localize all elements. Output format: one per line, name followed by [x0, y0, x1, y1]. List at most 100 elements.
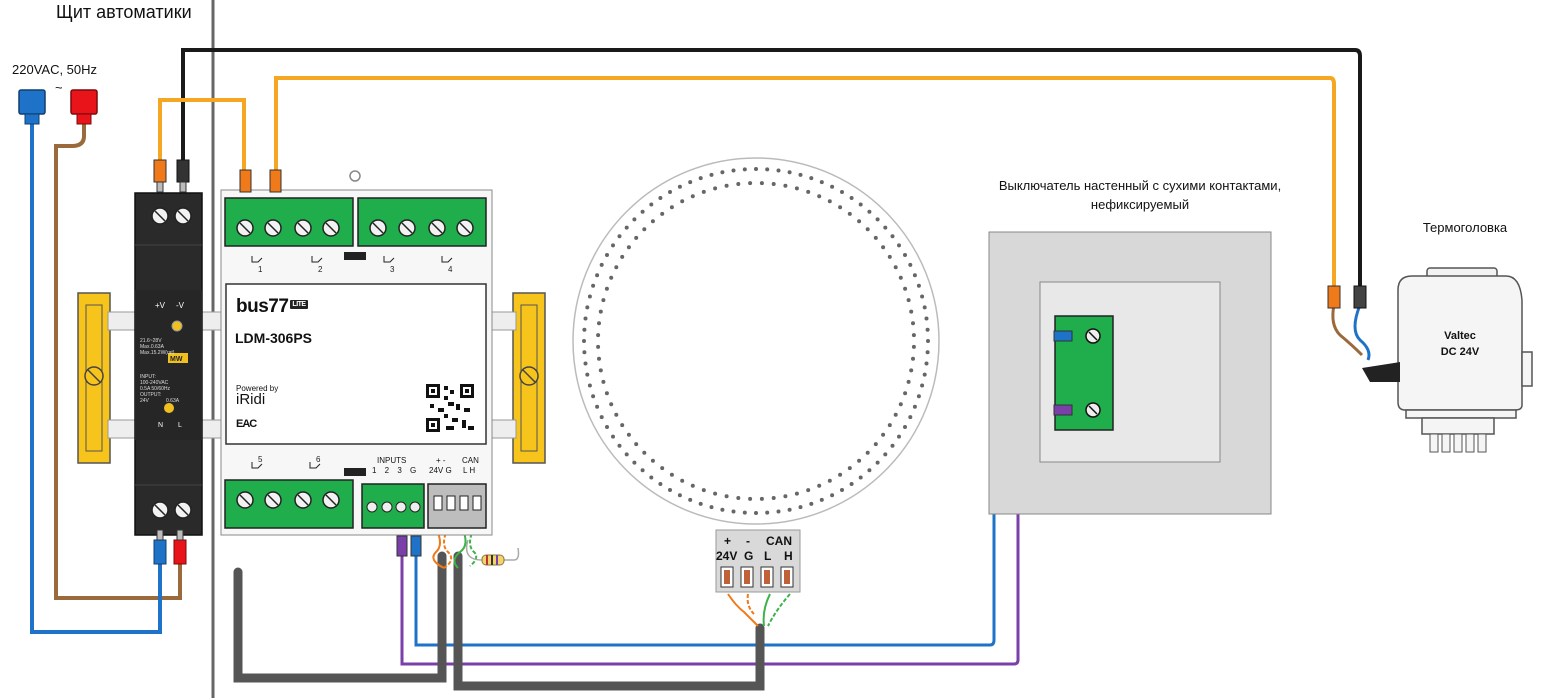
- grille-hole: [887, 254, 892, 259]
- grille-hole: [883, 452, 888, 457]
- grille-hole: [583, 361, 588, 366]
- grille-hole: [597, 321, 601, 326]
- grille-hole: [754, 167, 758, 171]
- ventilation-grille-icon: [572, 157, 940, 525]
- grille-hole: [867, 468, 872, 473]
- psu-input-a: 0.5A 50/60Hz: [140, 386, 171, 392]
- grille-hole: [830, 184, 835, 189]
- grille-hole: [724, 494, 729, 499]
- controller-screws: [236, 219, 482, 513]
- grille-hole: [890, 443, 895, 448]
- grille-hole: [867, 209, 872, 214]
- input-connectors: [396, 535, 422, 557]
- grille-hole: [701, 488, 706, 493]
- grille-hole: [649, 475, 654, 480]
- grille-hole: [731, 509, 736, 514]
- brand-name: bus77: [236, 296, 289, 317]
- grille-hole: [916, 283, 921, 288]
- grille-hole: [614, 265, 619, 270]
- grille-hole: [626, 245, 631, 250]
- grille-hole: [668, 488, 672, 492]
- grille-hole: [640, 468, 645, 473]
- grille-hole: [658, 482, 663, 486]
- grille-hole: [857, 458, 862, 463]
- bus-wire-green: [453, 527, 467, 569]
- grille-hole: [680, 478, 685, 483]
- grille-hole: [849, 196, 854, 200]
- grille-hole: [819, 180, 824, 185]
- grille-hole: [903, 253, 907, 257]
- grille-hole: [809, 176, 814, 181]
- relay-1-label: 1: [258, 265, 263, 274]
- grille-hole: [819, 497, 824, 502]
- grille-hole: [759, 181, 764, 186]
- grille-hole: [668, 190, 672, 194]
- psu-bottom-connectors: [153, 529, 187, 565]
- bus-terminal-orange-wire: [727, 593, 759, 627]
- powered-by: Powered by: [236, 384, 279, 393]
- grille-hole: [817, 483, 822, 488]
- iridi-logo: iRidi: [236, 391, 266, 408]
- grille-hole: [596, 344, 601, 349]
- grille-hole: [865, 227, 870, 232]
- grille-hole: [585, 372, 590, 377]
- grille-hole: [776, 509, 781, 514]
- bus-terminal-orange-dash: [746, 593, 755, 615]
- bus-g-label: G: [744, 549, 753, 563]
- grille-hole: [597, 356, 601, 361]
- grille-hole: [642, 227, 647, 232]
- relay-symbols: [251, 256, 453, 469]
- grille-hole: [911, 344, 916, 349]
- grille-hole: [604, 286, 609, 291]
- thermo-title: Термоголовка: [1422, 220, 1508, 235]
- grille-hole: [809, 501, 814, 506]
- psu-input-vac: 100-240VAC: [140, 380, 169, 386]
- grille-hole: [898, 275, 903, 280]
- grille-hole: [698, 176, 703, 181]
- grille-hole: [742, 167, 747, 172]
- thermo-head: [1362, 267, 1533, 453]
- controller-top-connectors: [239, 169, 282, 193]
- grille-hole: [830, 493, 835, 498]
- grille-hole: [847, 211, 852, 216]
- grille-hole: [660, 211, 665, 216]
- black-wire: [181, 48, 1362, 290]
- grille-hole: [609, 402, 614, 407]
- bus-terminal-green-dash: [767, 593, 791, 627]
- grille-hole: [873, 235, 878, 240]
- grille-hole: [794, 186, 799, 191]
- grille-hole: [690, 483, 695, 488]
- grille-hole: [771, 182, 776, 186]
- qr-code-icon: [426, 384, 474, 432]
- grille-hole: [680, 199, 685, 204]
- grille-hole: [912, 404, 917, 409]
- grille-hole: [709, 505, 714, 510]
- grille-hole: [903, 391, 908, 396]
- grille-hole: [840, 488, 844, 492]
- psu-output: OUTPUT:: [140, 392, 161, 398]
- grille-hole: [634, 442, 639, 447]
- grille-hole: [724, 183, 729, 188]
- bus-wire-green-dash: [469, 527, 478, 567]
- grille-hole: [585, 305, 590, 310]
- grille-hole: [893, 412, 898, 417]
- grille-hole: [587, 383, 592, 388]
- grille-hole: [688, 497, 693, 502]
- grille-hole: [794, 491, 799, 496]
- power-supply: [134, 192, 203, 536]
- inputs-label: INPUTS: [377, 456, 407, 465]
- grille-hole: [787, 507, 792, 512]
- grille-hole: [617, 443, 622, 448]
- eac-mark: EAC: [236, 418, 257, 430]
- grille-hole: [669, 205, 674, 210]
- grille-hole: [601, 379, 606, 384]
- grille-hole: [605, 425, 609, 429]
- grille-hole: [634, 235, 639, 240]
- controller-module: [220, 189, 493, 536]
- grille-hole: [640, 209, 645, 214]
- relay-2-label: 2: [318, 265, 323, 274]
- grille-hole: [898, 402, 903, 407]
- bus-minus-label: -: [746, 534, 750, 548]
- grille-hole: [754, 511, 758, 515]
